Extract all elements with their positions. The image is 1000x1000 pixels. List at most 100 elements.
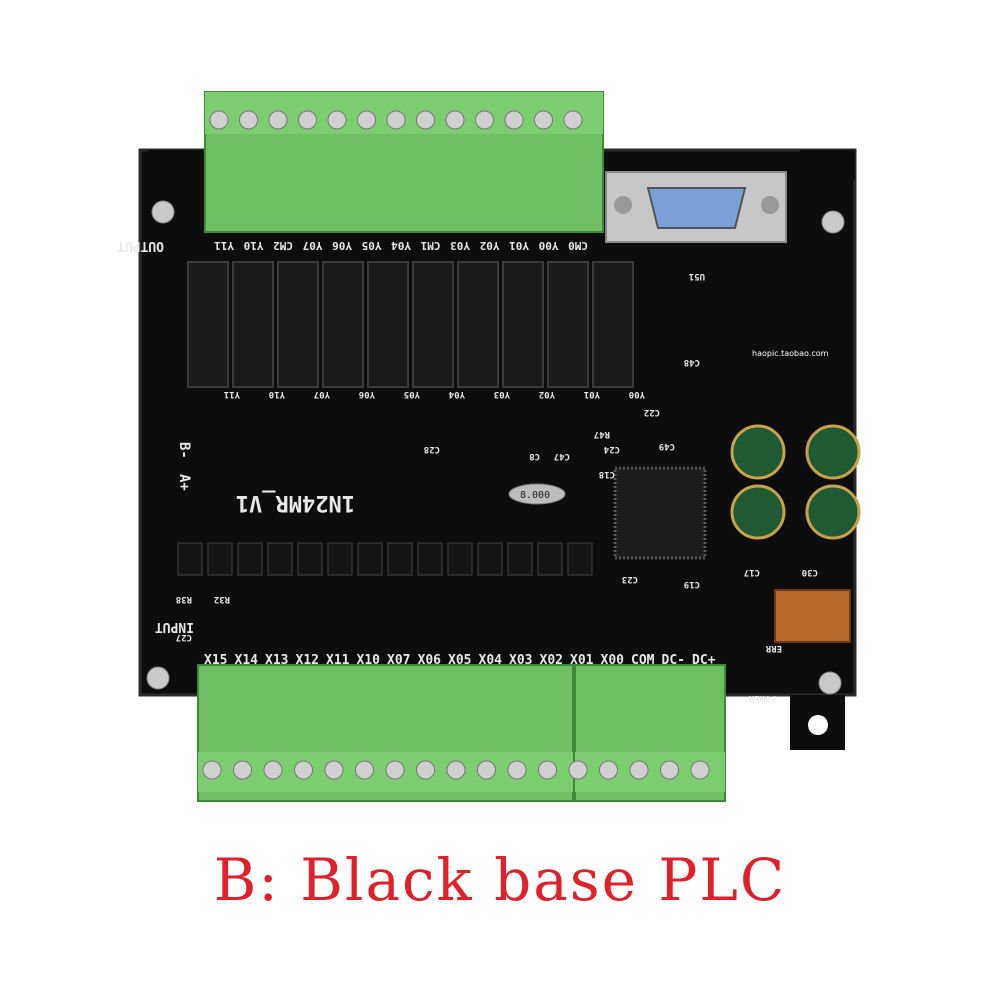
err-label: ERR bbox=[765, 643, 782, 653]
optocoupler-row bbox=[177, 542, 593, 576]
terminal-screw bbox=[268, 110, 288, 130]
optocoupler bbox=[177, 542, 203, 576]
relay bbox=[322, 261, 364, 388]
terminal-screw bbox=[357, 110, 376, 130]
crystal-label: 8.000 bbox=[520, 490, 550, 501]
component-label: R47 bbox=[594, 429, 610, 439]
input-terminal-block-left bbox=[197, 664, 574, 802]
output-terminal-label: Y01 bbox=[509, 239, 529, 252]
relay bbox=[367, 261, 409, 388]
input-terminal-label: X06 bbox=[418, 653, 442, 668]
db9-serial-port bbox=[605, 171, 787, 243]
output-terminal-label: Y05 bbox=[362, 239, 382, 252]
component-label: C28 bbox=[424, 444, 440, 454]
terminal-screw bbox=[563, 110, 583, 130]
terminal-screw bbox=[385, 760, 405, 780]
relay-label: Y02 bbox=[539, 389, 555, 399]
optocoupler bbox=[327, 542, 353, 576]
terminal-screw bbox=[202, 760, 222, 780]
optocoupler bbox=[297, 542, 323, 576]
terminal-screw bbox=[538, 760, 557, 780]
input-terminal-label: X03 bbox=[509, 653, 532, 668]
terminal-screw bbox=[416, 760, 435, 780]
component-label: C19 bbox=[684, 579, 700, 589]
terminal-screw bbox=[445, 110, 465, 130]
relay-row bbox=[187, 261, 634, 388]
input-terminal-block-right bbox=[574, 664, 726, 802]
relay-label: Y03 bbox=[494, 389, 510, 399]
terminal-screw bbox=[507, 760, 527, 780]
component-label: C47 bbox=[554, 451, 570, 461]
input-terminal-label: X12 bbox=[296, 653, 319, 668]
output-terminal-label: CM1 bbox=[420, 239, 440, 252]
input-terminal-label: X05 bbox=[448, 653, 471, 668]
inductor bbox=[774, 589, 851, 643]
optocoupler bbox=[387, 542, 413, 576]
terminal-screw bbox=[239, 110, 258, 130]
component-label: C8 bbox=[529, 451, 540, 461]
output-terminal-label: Y11 bbox=[214, 239, 234, 252]
mounting-screws bbox=[146, 200, 845, 695]
relay bbox=[412, 261, 454, 388]
output-terminal-label: Y03 bbox=[450, 239, 470, 252]
output-terminal-label: Y00 bbox=[539, 239, 559, 252]
input-terminal-label: X15 bbox=[204, 653, 227, 668]
terminal-screw bbox=[660, 760, 679, 780]
optocoupler bbox=[507, 542, 533, 576]
terminal-screw bbox=[599, 760, 618, 780]
relay bbox=[592, 261, 634, 388]
relay bbox=[277, 261, 319, 388]
component-label: U51 bbox=[689, 271, 705, 281]
terminal-screw bbox=[534, 110, 553, 130]
input-terminal-label: X13 bbox=[265, 653, 288, 668]
output-terminal-label: Y07 bbox=[303, 239, 323, 252]
terminal-screw bbox=[263, 760, 283, 780]
input-terminal-label: X02 bbox=[540, 653, 563, 668]
terminal-screw bbox=[386, 110, 406, 130]
optocoupler bbox=[567, 542, 593, 576]
input-terminal-label: X10 bbox=[357, 653, 381, 668]
component-label: C24 bbox=[603, 444, 620, 454]
terminal-screw bbox=[477, 760, 496, 780]
terminal-screw bbox=[504, 110, 524, 130]
component-label: C18 bbox=[599, 469, 615, 479]
component-label: C48 bbox=[684, 357, 700, 367]
optocoupler bbox=[207, 542, 233, 576]
output-terminal-label: Y06 bbox=[332, 239, 352, 252]
component-label: C17 bbox=[744, 567, 760, 577]
terminal-screw bbox=[629, 760, 649, 780]
input-terminal-label: X04 bbox=[479, 653, 503, 668]
rs485-a-label: A+ bbox=[176, 474, 192, 491]
optocoupler bbox=[237, 542, 263, 576]
relay-label: Y05 bbox=[404, 389, 420, 399]
output-terminal-label: CM2 bbox=[273, 239, 293, 252]
output-terminal-label: CM0 bbox=[568, 239, 588, 252]
terminal-screw bbox=[327, 110, 347, 130]
screw bbox=[151, 200, 175, 224]
output-terminal-label: Y02 bbox=[480, 239, 500, 252]
optocoupler bbox=[447, 542, 473, 576]
input-terminal-label: X00 bbox=[601, 653, 625, 668]
optocoupler bbox=[537, 542, 563, 576]
caption: B: Black base PLC bbox=[213, 846, 787, 914]
screw bbox=[821, 210, 845, 234]
power-label: POWER bbox=[748, 693, 776, 703]
component-label: R32 bbox=[214, 594, 230, 604]
terminal-screw bbox=[298, 110, 317, 130]
component-label: C30 bbox=[802, 567, 818, 577]
crystal-oscillator bbox=[508, 483, 566, 505]
terminal-screw bbox=[690, 760, 710, 780]
relay-label: Y04 bbox=[448, 389, 465, 399]
relay-label: Y11 bbox=[224, 389, 240, 399]
terminal-screw bbox=[294, 760, 313, 780]
terminal-screw bbox=[475, 110, 494, 130]
output-terminal-label: Y10 bbox=[244, 239, 264, 252]
input-terminal-label: X14 bbox=[235, 653, 259, 668]
electrolytic-capacitors bbox=[730, 424, 861, 540]
relay-label: Y00 bbox=[629, 389, 645, 399]
input-terminal-label: DC- bbox=[662, 653, 685, 668]
screw bbox=[146, 666, 170, 690]
relay bbox=[457, 261, 499, 388]
terminal-screw bbox=[233, 760, 252, 780]
board-model-label: 1N24MR_V1 bbox=[236, 490, 355, 515]
